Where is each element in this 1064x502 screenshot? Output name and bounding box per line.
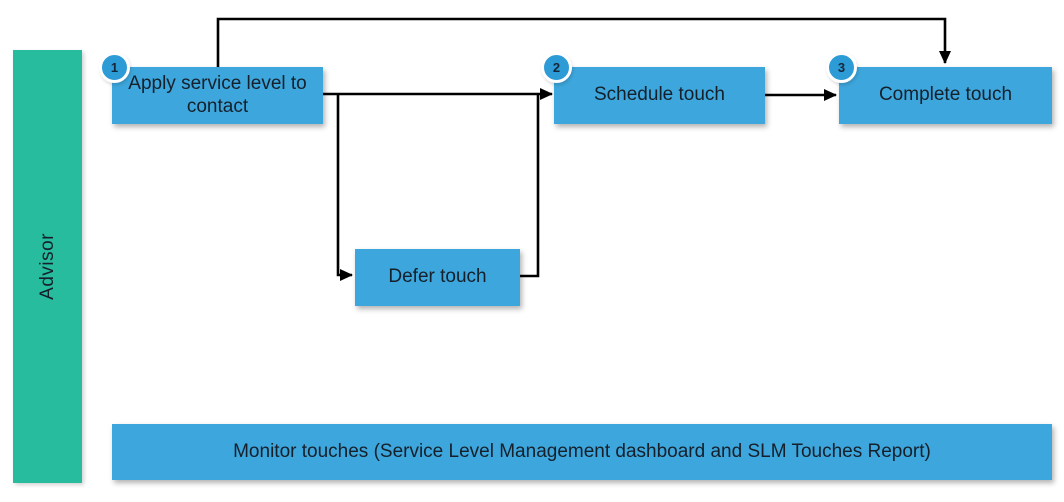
node-complete-touch: 3 Complete touch	[826, 52, 1052, 124]
edge-apply-to-defer	[336, 94, 353, 281]
node-schedule-touch: 2 Schedule touch	[541, 52, 765, 124]
edge-defer-to-schedule	[520, 94, 540, 278]
swimlane-advisor: Advisor	[13, 50, 82, 483]
step-badge-2: 2	[541, 52, 572, 83]
swimlane-advisor-label: Advisor	[36, 233, 58, 300]
node-complete-touch-label: Complete touch	[878, 84, 1013, 106]
node-monitor-touches-label: Monitor touches (Service Level Managemen…	[233, 440, 931, 462]
node-monitor-touches: Monitor touches (Service Level Managemen…	[112, 424, 1052, 480]
step-badge-3: 3	[826, 52, 857, 83]
node-apply-service-level: 1 Apply service level to contact	[99, 52, 323, 124]
step-badge-1: 1	[99, 52, 130, 83]
node-apply-service-level-label: Apply service level to contact	[128, 73, 307, 117]
node-schedule-touch-label: Schedule touch	[594, 84, 725, 106]
edge-apply-to-complete-top-loop	[216, 17, 951, 67]
node-defer-touch: Defer touch	[355, 249, 520, 306]
node-defer-touch-label: Defer touch	[388, 266, 487, 288]
